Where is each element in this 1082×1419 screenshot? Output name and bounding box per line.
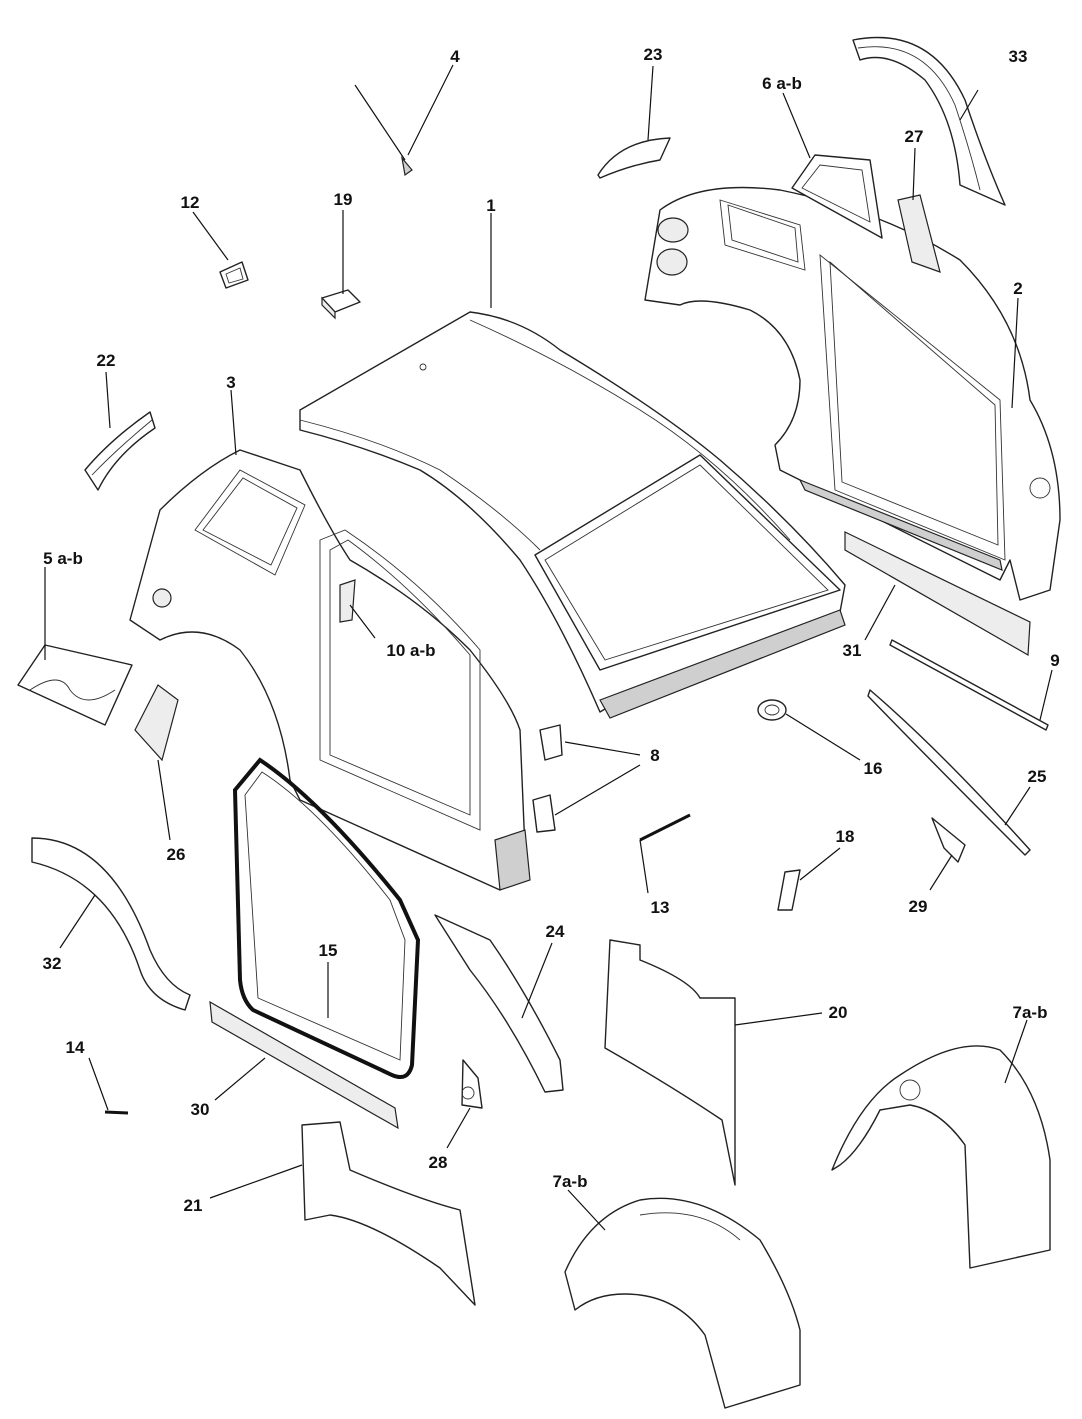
- callout-26: 26: [167, 845, 186, 864]
- callout-8: 8: [650, 746, 659, 765]
- part-20-liner: [604, 939, 736, 1186]
- part-33-flare: [852, 36, 1006, 206]
- part-19-pad: [321, 289, 361, 320]
- callout-20: 20: [829, 1003, 848, 1022]
- callout-30: 30: [191, 1100, 210, 1119]
- part-5-side-glass: [17, 644, 133, 726]
- leader-lines: [44, 64, 1053, 1231]
- callout-29: 29: [909, 897, 928, 916]
- callout-28: 28: [429, 1153, 448, 1172]
- callout-14: 14: [66, 1038, 85, 1057]
- part-9-molding: [889, 639, 1049, 731]
- part-28-applique: [461, 1059, 483, 1109]
- callout-19: 19: [334, 190, 353, 209]
- callout-33: 33: [1009, 47, 1028, 66]
- callout-31: 31: [843, 641, 862, 660]
- part-25-molding: [867, 689, 1031, 856]
- callout-2: 2: [1013, 279, 1022, 298]
- part-6-quarter-glass: [791, 154, 883, 239]
- callout-24: 24: [546, 922, 565, 941]
- part-8-brackets: [532, 724, 563, 833]
- part-roof-panel: [299, 311, 846, 719]
- part-16-grommet: [757, 699, 787, 721]
- part-24-pillar: [434, 914, 564, 1093]
- callout-32: 32: [43, 954, 62, 973]
- callout-22: 22: [97, 351, 116, 370]
- callout-4: 4: [450, 47, 460, 66]
- part-7a-wheelhouse-right: [831, 1045, 1051, 1269]
- part-13-strap: [639, 813, 691, 842]
- part-26-trim: [134, 684, 179, 762]
- callout-21: 21: [184, 1196, 203, 1215]
- part-29-applique: [931, 817, 966, 863]
- part-12-grommet: [219, 261, 249, 289]
- callout-1: 1: [486, 196, 495, 215]
- callout-23: 23: [644, 45, 663, 64]
- callout-15: 15: [319, 941, 338, 960]
- callout-6: 6 a-b: [762, 74, 802, 93]
- part-30-sill: [209, 1000, 399, 1130]
- part-32-flare: [31, 837, 191, 1011]
- callout-9: 9: [1050, 651, 1059, 670]
- part-23-panel: [597, 137, 671, 179]
- callout-25: 25: [1028, 767, 1047, 786]
- callout-13: 13: [651, 898, 670, 917]
- part-7b-wheelhouse-left: [564, 1197, 801, 1409]
- callout-18: 18: [836, 827, 855, 846]
- part-18-applique: [777, 869, 801, 911]
- part-15-door-seal: [232, 757, 421, 1079]
- callout-7a-right: 7a-b: [1013, 1003, 1048, 1022]
- callout-12: 12: [181, 193, 200, 212]
- callout-10: 10 a-b: [386, 641, 435, 660]
- callout-labels: 1 2 3 4 5 a-b 6 a-b 7a-b 7a-b 8 9 10 a-b…: [43, 45, 1060, 1215]
- part-22-trim: [84, 411, 156, 491]
- part-21-liner: [301, 1121, 476, 1306]
- part-right-body-side: [644, 186, 1061, 601]
- callout-7a-left: 7a-b: [553, 1172, 588, 1191]
- part-14-screw: [104, 1110, 129, 1115]
- callout-16: 16: [864, 759, 883, 778]
- callout-27: 27: [905, 127, 924, 146]
- part-left-body-side: [129, 449, 531, 891]
- part-31-sill: [844, 531, 1031, 657]
- part-antenna: [354, 84, 413, 177]
- callout-5: 5 a-b: [43, 549, 83, 568]
- callout-3: 3: [226, 373, 235, 392]
